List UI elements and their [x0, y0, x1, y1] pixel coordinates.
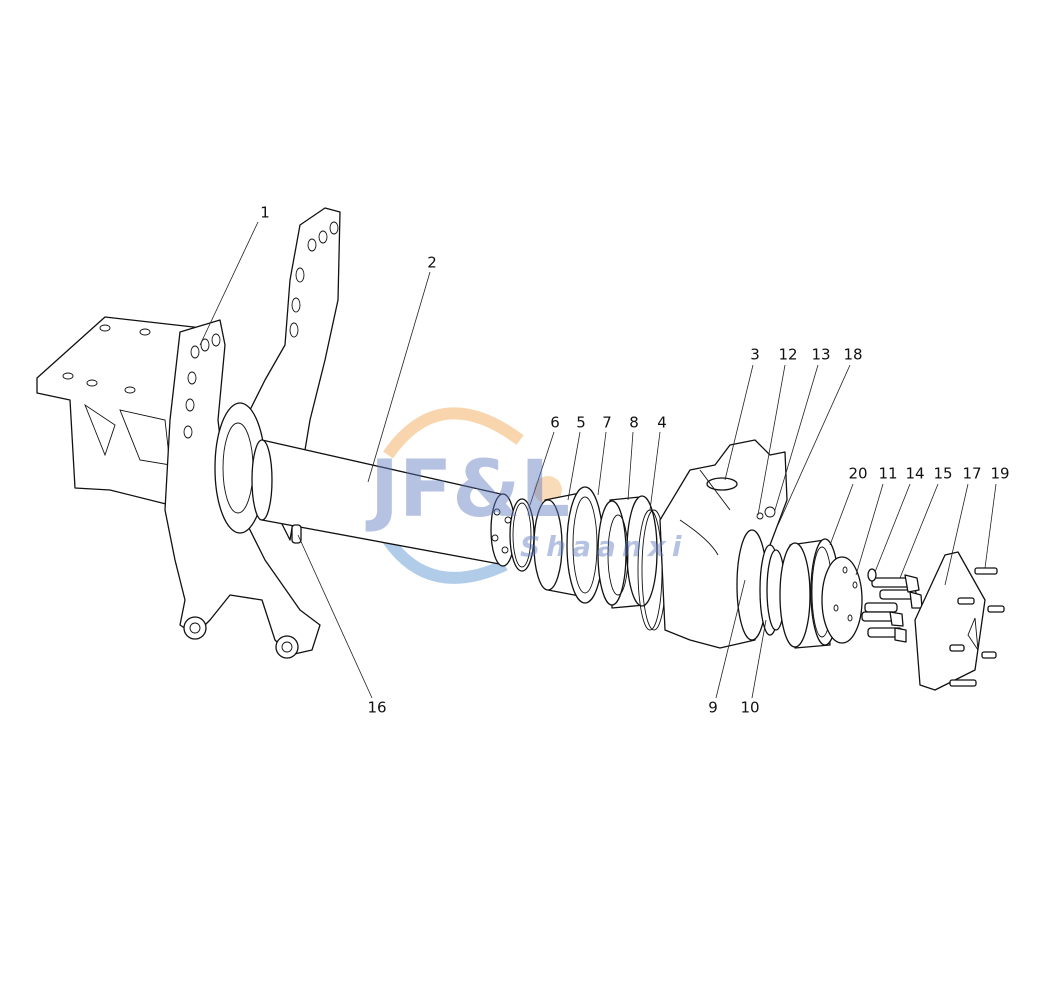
- part-19-screws: [949, 567, 1005, 687]
- callout-13: 13: [811, 345, 831, 364]
- part-1-frame-bracket: [36, 207, 341, 659]
- part-2-axle-tube: [251, 439, 516, 567]
- part-16-pin: [291, 524, 302, 544]
- callout-2: 2: [427, 253, 437, 272]
- callout-16: 16: [367, 698, 387, 717]
- callout-8: 8: [629, 413, 639, 432]
- callout-4: 4: [657, 413, 667, 432]
- callout-18: 18: [843, 345, 863, 364]
- leader-lines: [199, 221, 997, 699]
- callout-15: 15: [933, 464, 953, 483]
- callout-1: 1: [260, 203, 270, 222]
- callout-14: 14: [905, 464, 925, 483]
- part-11-disc: [821, 556, 863, 644]
- callout-17: 17: [962, 464, 982, 483]
- watermark-logo: [383, 407, 562, 584]
- callout-11: 11: [878, 464, 898, 483]
- part-3-knuckle-housing: [659, 439, 788, 649]
- callout-3: 3: [750, 345, 760, 364]
- callout-5: 5: [576, 413, 586, 432]
- callout-20: 20: [848, 464, 868, 483]
- callout-6: 6: [550, 413, 560, 432]
- seals-and-bearings: [509, 486, 667, 631]
- callout-10: 10: [740, 698, 760, 717]
- callout-12: 12: [778, 345, 798, 364]
- callout-9: 9: [708, 698, 718, 717]
- parts-14-15-bolts: [861, 568, 923, 643]
- callout-19: 19: [990, 464, 1010, 483]
- callout-7: 7: [602, 413, 612, 432]
